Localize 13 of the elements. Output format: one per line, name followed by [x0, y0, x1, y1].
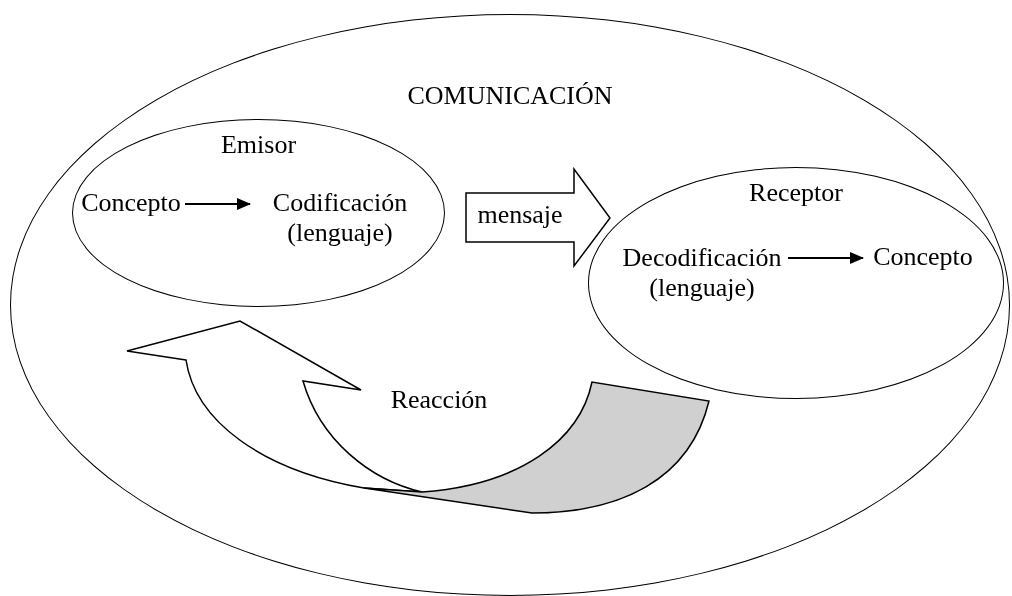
block-arrow	[465, 166, 611, 269]
arrow	[184, 198, 251, 210]
block-arrow	[126, 320, 710, 514]
node-text: Codificación (lenguaje)	[255, 187, 425, 249]
ellipse-title: COMUNICACIÓN	[407, 81, 613, 111]
ellipse-title: Receptor	[749, 178, 843, 208]
node-text: Concepto	[78, 188, 184, 218]
edge-label: mensaje	[477, 200, 563, 230]
ellipse-title: Emisor	[220, 130, 297, 160]
node-text: Decodificación (lenguaje)	[617, 242, 787, 304]
arrow	[787, 252, 864, 264]
node-text: Concepto	[868, 242, 978, 272]
edge-label: Reacción	[390, 385, 488, 415]
